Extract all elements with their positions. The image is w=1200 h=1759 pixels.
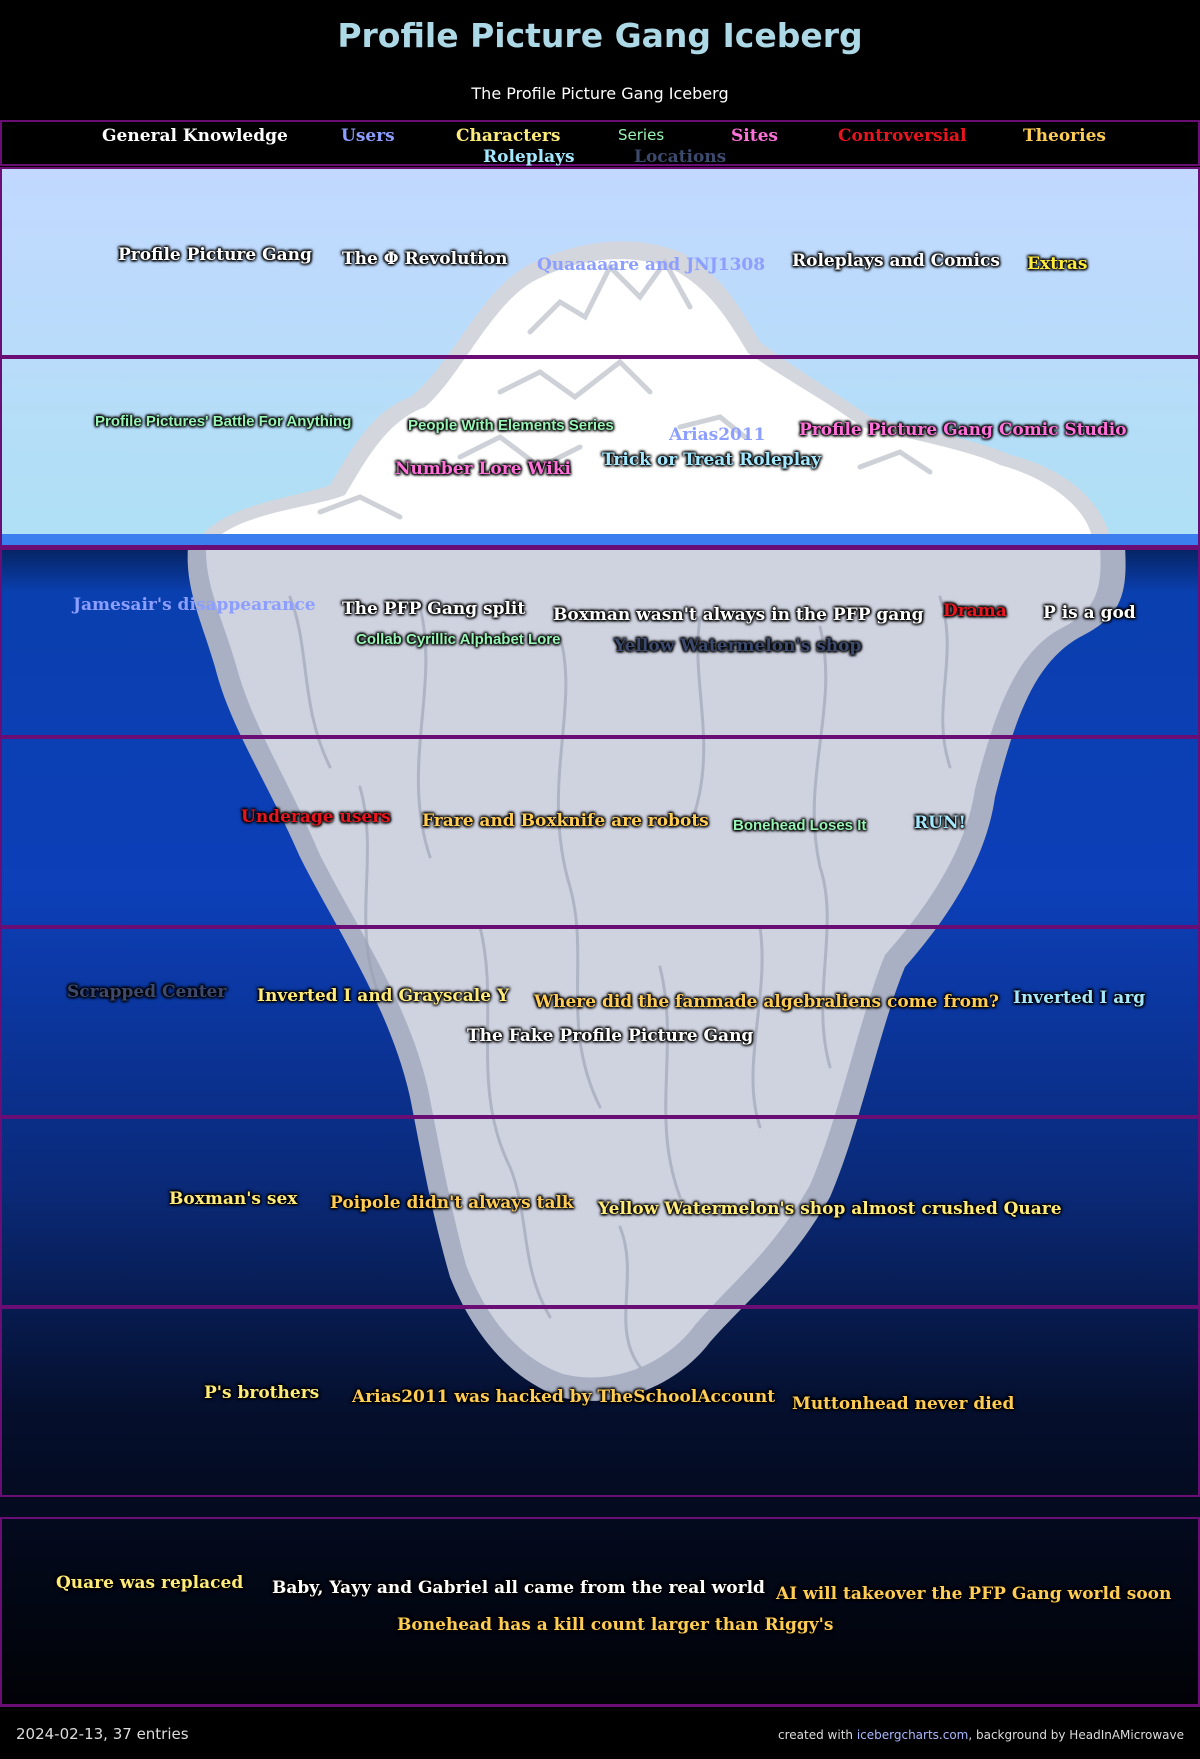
icebergcharts-link[interactable]: icebergcharts.com xyxy=(856,1728,969,1742)
entry-date-count: 2024-02-13, 37 entries xyxy=(16,1725,189,1743)
entry-ai-takeover[interactable]: AI will takeover the PFP Gang world soon xyxy=(776,1584,1172,1604)
entry-fanmade-algebraliens[interactable]: Where did the fanmade algebraliens come … xyxy=(534,992,999,1012)
entry-pfp-gang-split[interactable]: The PFP Gang split xyxy=(342,599,526,619)
footer-credit: created with icebergcharts.com, backgrou… xyxy=(778,1728,1184,1742)
tier-5: Scrapped Center Inverted I and Grayscale… xyxy=(0,927,1200,1117)
entry-p-is-a-god[interactable]: P is a god xyxy=(1043,603,1136,623)
iceberg-underwater xyxy=(205,547,1101,1378)
legend-users[interactable]: Users xyxy=(341,126,395,146)
legend-theories[interactable]: Theories xyxy=(1023,126,1106,146)
entry-arias2011-hacked[interactable]: Arias2011 was hacked by TheSchoolAccount xyxy=(352,1387,776,1407)
credit-suffix: , background by HeadInAMicrowave xyxy=(968,1728,1184,1742)
entry-muttonhead-never-died[interactable]: Muttonhead never died xyxy=(792,1394,1015,1414)
entry-profile-picture-gang[interactable]: Profile Picture Gang xyxy=(118,245,312,265)
tier-4: Underage users Frare and Boxknife are ro… xyxy=(0,737,1200,927)
legend-sites[interactable]: Sites xyxy=(731,126,778,146)
header: Profile Picture Gang Iceberg The Profile… xyxy=(0,0,1200,120)
entry-inverted-i-grayscale-y[interactable]: Inverted I and Grayscale Y xyxy=(257,986,510,1006)
iceberg-background xyxy=(0,167,1200,1707)
tier-6: Boxman's sex Poipole didn't always talk … xyxy=(0,1117,1200,1307)
entry-collab-cyrillic[interactable]: Collab Cyrillic Alphabet Lore xyxy=(356,631,561,648)
credit-prefix: created with xyxy=(778,1728,857,1742)
entry-arias2011[interactable]: Arias2011 xyxy=(669,425,766,445)
entry-underage-users[interactable]: Underage users xyxy=(241,807,391,827)
entry-extras[interactable]: Extras xyxy=(1027,254,1088,274)
entry-yellow-watermelon-shop[interactable]: Yellow Watermelon's shop xyxy=(614,636,862,656)
footer: 2024-02-13, 37 entries created with iceb… xyxy=(0,1708,1200,1759)
entry-boxman-sex[interactable]: Boxman's sex xyxy=(169,1189,298,1209)
entry-pfp-battle-for-anything[interactable]: Profile Pictures' Battle For Anything xyxy=(95,413,352,430)
category-legend: General Knowledge Users Characters Serie… xyxy=(0,120,1200,167)
entry-watermelon-shop-crushed-quare[interactable]: Yellow Watermelon's shop almost crushed … xyxy=(598,1199,1062,1219)
entry-boxman-not-always[interactable]: Boxman wasn't always in the PFP gang xyxy=(553,605,924,625)
waterline xyxy=(0,534,1200,547)
entry-jamesair-disappearance[interactable]: Jamesair's disappearance xyxy=(73,595,316,615)
legend-controversial[interactable]: Controversial xyxy=(838,126,967,146)
page-subtitle: The Profile Picture Gang Iceberg xyxy=(471,84,729,103)
entry-pfp-comic-studio[interactable]: Profile Picture Gang Comic Studio xyxy=(799,420,1127,440)
page-title: Profile Picture Gang Iceberg xyxy=(337,16,863,55)
tier-1: Profile Picture Gang The Φ Revolution Qu… xyxy=(0,167,1200,357)
entry-fake-pfp-gang[interactable]: The Fake Profile Picture Gang xyxy=(467,1026,754,1046)
iceberg-chart: Profile Picture Gang The Φ Revolution Qu… xyxy=(0,167,1200,1707)
entry-baby-yayy-gabriel[interactable]: Baby, Yayy and Gabriel all came from the… xyxy=(272,1578,765,1598)
legend-general-knowledge[interactable]: General Knowledge xyxy=(102,126,288,146)
tier-8: Quare was replaced Baby, Yayy and Gabrie… xyxy=(0,1517,1200,1707)
entry-p-brothers[interactable]: P's brothers xyxy=(204,1383,320,1403)
entry-quare-replaced[interactable]: Quare was replaced xyxy=(56,1573,244,1593)
entry-poipole-talk[interactable]: Poipole didn't always talk xyxy=(330,1193,574,1213)
entry-people-with-elements[interactable]: People With Elements Series xyxy=(408,417,614,434)
entry-bonehead-kill-count[interactable]: Bonehead has a kill count larger than Ri… xyxy=(397,1615,834,1635)
legend-locations[interactable]: Locations xyxy=(634,147,727,167)
entry-scrapped-center[interactable]: Scrapped Center xyxy=(67,982,227,1002)
tier-7: P's brothers Arias2011 was hacked by The… xyxy=(0,1307,1200,1497)
tier-3: Jamesair's disappearance The PFP Gang sp… xyxy=(0,547,1200,737)
entry-phi-revolution[interactable]: The Φ Revolution xyxy=(342,249,508,269)
entry-number-lore-wiki[interactable]: Number Lore Wiki xyxy=(395,459,571,479)
legend-series[interactable]: Series xyxy=(618,126,665,144)
iceberg-top xyxy=(218,259,1092,537)
legend-characters[interactable]: Characters xyxy=(456,126,561,146)
entry-drama[interactable]: Drama xyxy=(943,601,1007,621)
tier-2: Profile Pictures' Battle For Anything Pe… xyxy=(0,357,1200,547)
entry-quaaaaare-jnj1308[interactable]: Quaaaaare and JNJ1308 xyxy=(537,255,766,275)
entry-run[interactable]: RUN! xyxy=(914,813,966,833)
entry-inverted-i-arg[interactable]: Inverted I arg xyxy=(1013,988,1146,1008)
entry-roleplays-and-comics[interactable]: Roleplays and Comics xyxy=(792,251,1000,271)
entry-frare-boxknife-robots[interactable]: Frare and Boxknife are robots xyxy=(422,811,709,831)
entry-trick-or-treat-roleplay[interactable]: Trick or Treat Roleplay xyxy=(602,450,822,470)
legend-roleplays[interactable]: Roleplays xyxy=(483,147,575,167)
entry-bonehead-loses-it[interactable]: Bonehead Loses It xyxy=(733,817,867,834)
